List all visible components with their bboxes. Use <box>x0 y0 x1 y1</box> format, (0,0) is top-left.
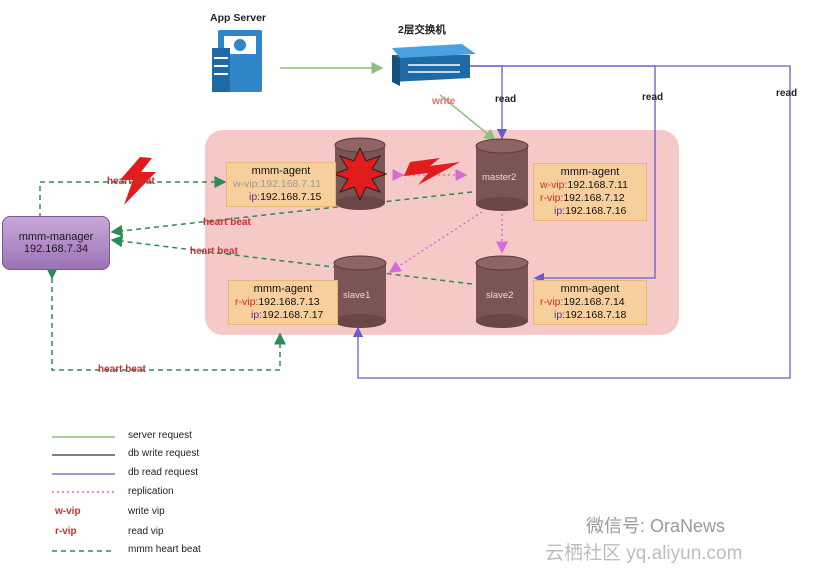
legend-label: db write request <box>128 448 200 459</box>
watermark-site: 云栖社区 yq.aliyun.com <box>545 543 743 564</box>
read-label-right: read <box>776 88 798 99</box>
read-label-switch: read <box>495 94 517 105</box>
read-label-mid: read <box>642 92 664 103</box>
agent-slave2: mmm-agent r-vip:192.168.7.14 ip:192.168.… <box>533 280 647 325</box>
agent-title: mmm-agent <box>560 283 620 295</box>
lightning-icon <box>404 158 460 185</box>
watermark-wechat: 微信号: OraNews <box>586 516 726 536</box>
ip-value: 192.168.7.17 <box>262 309 324 321</box>
agent-slave1: mmm-agent r-vip:192.168.7.13 ip:192.168.… <box>228 280 338 325</box>
heartbeat-label-mid2: heart beat <box>190 246 238 257</box>
agent-title: mmm-agent <box>251 165 311 177</box>
write-line <box>439 94 497 141</box>
agent-title: mmm-agent <box>560 166 620 178</box>
agent-master1: mmm-agent w-vip:192.168.7.11 ip:192.168.… <box>226 162 336 207</box>
heartbeat-line-top <box>34 176 227 229</box>
explosion-icon <box>332 146 388 202</box>
legend-sample-wvip: w-vip <box>55 506 81 517</box>
ip-value: 192.168.7.15 <box>260 191 322 203</box>
rvip-prefix: r-vip: <box>540 296 564 308</box>
lightning-icon <box>120 157 156 205</box>
manager-ip: 192.168.7.34 <box>23 243 89 255</box>
legend-label: server request <box>128 430 192 441</box>
rvip-prefix: r-vip: <box>235 296 259 308</box>
legend-label: read vip <box>128 526 164 537</box>
write-label: write <box>432 96 456 107</box>
read-line-slave1 <box>352 65 791 379</box>
heartbeat-label-mid1: heart beat <box>203 217 251 228</box>
legend-sample-rvip: r-vip <box>55 526 77 537</box>
rvip-value: 192.168.7.12 <box>563 192 625 204</box>
heartbeat-line-slave2 <box>110 235 473 285</box>
slave1-label: slave1 <box>343 290 371 301</box>
wvip-prefix: w-vip: <box>540 179 568 191</box>
mmm-manager-box: mmm-manager 192.168.7.34 <box>2 216 110 270</box>
ip-prefix: ip: <box>554 205 566 217</box>
rvip-value: 192.168.7.13 <box>258 296 320 308</box>
wvip-value: 192.168.7.11 <box>260 178 321 190</box>
heartbeat-label-top: heart beat <box>107 176 155 187</box>
rvip-value: 192.168.7.14 <box>563 296 625 308</box>
legend-label: mmm heart beat <box>128 544 201 555</box>
legend-label: db read request <box>128 467 199 478</box>
manager-name: mmm-manager <box>18 231 94 243</box>
switch-label: 2层交换机 <box>398 24 446 36</box>
ip-prefix: ip: <box>554 309 566 321</box>
ip-value: 192.168.7.16 <box>565 205 627 217</box>
wvip-prefix: w-vip: <box>233 178 261 190</box>
legend-label: replication <box>128 486 174 497</box>
heartbeat-line-bottom <box>46 267 286 371</box>
db-master2-icon <box>475 138 529 211</box>
wvip-value: 192.168.7.11 <box>567 179 628 191</box>
ip-prefix: ip: <box>251 309 263 321</box>
agent-title: mmm-agent <box>253 283 313 295</box>
agent-master2: mmm-agent w-vip:192.168.7.11 r-vip:192.1… <box>533 163 647 221</box>
replication-master2-slave1 <box>388 211 483 273</box>
db-slave1-icon <box>333 255 387 328</box>
db-master1-icon <box>332 137 388 210</box>
ip-value: 192.168.7.18 <box>565 309 627 321</box>
legend-label: write vip <box>128 506 165 517</box>
rvip-prefix: r-vip: <box>540 192 564 204</box>
ip-prefix: ip: <box>249 191 261 203</box>
db-slave2-icon <box>475 255 529 328</box>
heartbeat-label-bottom: heart beat <box>98 364 146 375</box>
app-server-label: App Server <box>210 12 267 24</box>
heartbeat-line-master2 <box>110 191 473 237</box>
switch-icon <box>392 44 476 86</box>
slave2-label: slave2 <box>486 290 514 301</box>
master2-label: master2 <box>482 172 517 183</box>
app-server-icon <box>212 30 262 92</box>
